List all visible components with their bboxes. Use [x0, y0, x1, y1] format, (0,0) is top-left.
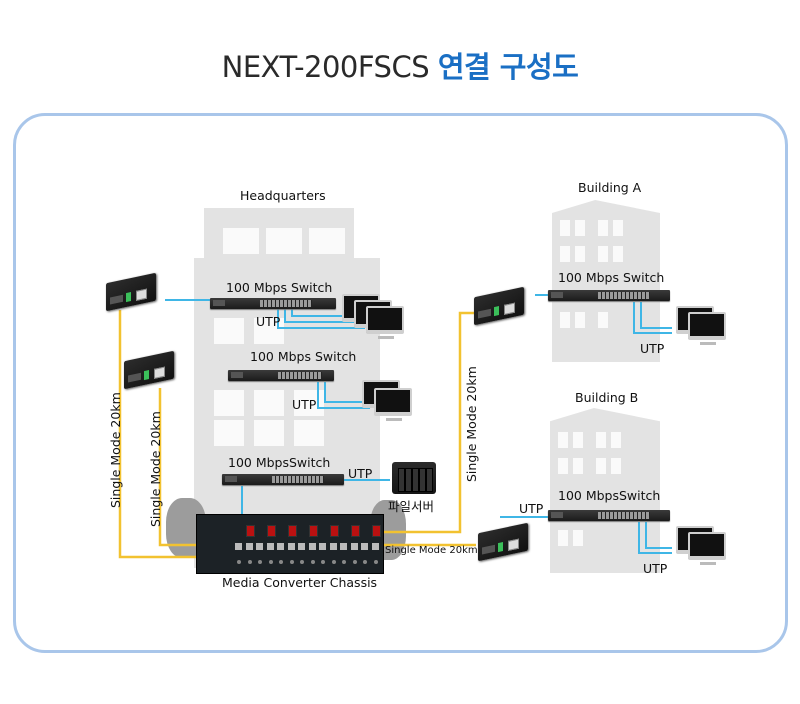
chassis-port: [256, 543, 263, 550]
utp-cable-hq-pc1: [277, 306, 365, 329]
hq-switch-2: [228, 370, 334, 381]
pc-icon: [688, 312, 726, 345]
building-a-utp-label: UTP: [640, 341, 665, 356]
chassis-port: [340, 543, 347, 550]
chassis-port: [371, 543, 379, 550]
chassis-port: [298, 543, 305, 550]
fiber-cables: [118, 310, 476, 559]
chassis-screw: [279, 560, 283, 564]
chassis-port: [245, 543, 253, 550]
fiber-2-label: Single Mode 20km: [148, 411, 163, 527]
hq-switch-1-label: 100 Mbps Switch: [226, 280, 333, 295]
chassis-screw: [258, 560, 262, 564]
building-a-switch: [548, 290, 670, 301]
fiber-building-b-label: Single Mode 20km: [385, 545, 478, 556]
building-b-switch-label: 100 MbpsSwitch: [558, 488, 661, 503]
chassis-port: [308, 543, 316, 550]
media-converter-chassis: [196, 514, 384, 574]
fiber-cable-hq-2: [158, 388, 200, 547]
chassis-screw: [363, 560, 367, 564]
chassis-port: [235, 543, 242, 550]
pc-icon: [374, 388, 412, 421]
building-a-switch-label: 100 Mbps Switch: [558, 270, 665, 285]
page-title: NEXT-200FSCS 연결 구성도: [0, 44, 800, 86]
chassis-port: [266, 543, 274, 550]
pc-icon: [688, 532, 726, 565]
building-b-label: Building B: [575, 390, 639, 405]
chassis-screw: [247, 560, 252, 564]
utp-cable-hq-pc2: [284, 306, 360, 323]
hq-switch-2-label: 100 Mbps Switch: [250, 349, 357, 364]
hq-switch-2-utp-label: UTP: [292, 397, 317, 412]
chassis-port: [287, 543, 295, 550]
building-b-utp-right-label: UTP: [643, 561, 668, 576]
title-suffix: 연결 구성도: [437, 50, 579, 84]
chassis-slot: [287, 525, 297, 537]
building-b-switch: [548, 510, 670, 521]
diagram-frame: [13, 113, 788, 653]
building-b-utp-left-label: UTP: [519, 501, 544, 516]
file-server-label: 파일서버: [388, 499, 435, 514]
chassis-screw: [268, 560, 273, 564]
hq-switch-3-utp-label: UTP: [348, 466, 373, 481]
headquarters-label: Headquarters: [240, 188, 326, 203]
utp-cable-a-pc1: [633, 302, 672, 334]
chassis-screw: [342, 560, 346, 564]
chassis-port: [319, 543, 326, 550]
utp-cable-b-pc2: [645, 522, 672, 549]
chassis-screw: [352, 560, 357, 564]
chassis-slot: [329, 525, 339, 537]
utp-cable-a-pc2: [640, 302, 672, 329]
utp-cables: [165, 294, 672, 554]
title-model: NEXT-200FSCS: [221, 50, 430, 84]
hq-switch-3: [222, 474, 344, 485]
utp-cable-hq-pc3: [291, 306, 350, 317]
fiber-cable-building-a: [381, 311, 476, 534]
chassis-slot: [266, 525, 276, 537]
chassis-port: [350, 543, 358, 550]
hq-switch-3-label: 100 MbpsSwitch: [228, 455, 331, 470]
hq-switch-1: [210, 298, 336, 309]
utp-cable-hq2-pc2: [324, 382, 370, 403]
chassis-slot: [308, 525, 318, 537]
building-a-label: Building A: [578, 180, 642, 195]
chassis-screw: [373, 560, 378, 564]
file-server-icon: [392, 462, 436, 494]
chassis-slot: [350, 525, 360, 537]
chassis-screw: [237, 560, 241, 564]
chassis-slot: [245, 525, 255, 537]
chassis-screw: [289, 560, 294, 564]
chassis-screw: [331, 560, 336, 564]
chassis-port: [361, 543, 368, 550]
chassis-slot: [371, 525, 381, 537]
pc-icon: [366, 306, 404, 339]
chassis-label: Media Converter Chassis: [222, 575, 378, 590]
chassis-screw: [321, 560, 325, 564]
fiber-building-a-label: Single Mode 20km: [464, 366, 479, 482]
fiber-cable-hq-1: [118, 310, 200, 559]
chassis-port: [329, 543, 337, 550]
hq-switch-1-utp-label: UTP: [256, 314, 281, 329]
utp-cable-b-pc1: [638, 522, 672, 554]
chassis-screw: [310, 560, 315, 564]
chassis-port: [277, 543, 284, 550]
chassis-screw: [300, 560, 304, 564]
fiber-1-label: Single Mode 20km: [108, 392, 123, 508]
utp-cable-hq2-pc1: [317, 382, 370, 409]
